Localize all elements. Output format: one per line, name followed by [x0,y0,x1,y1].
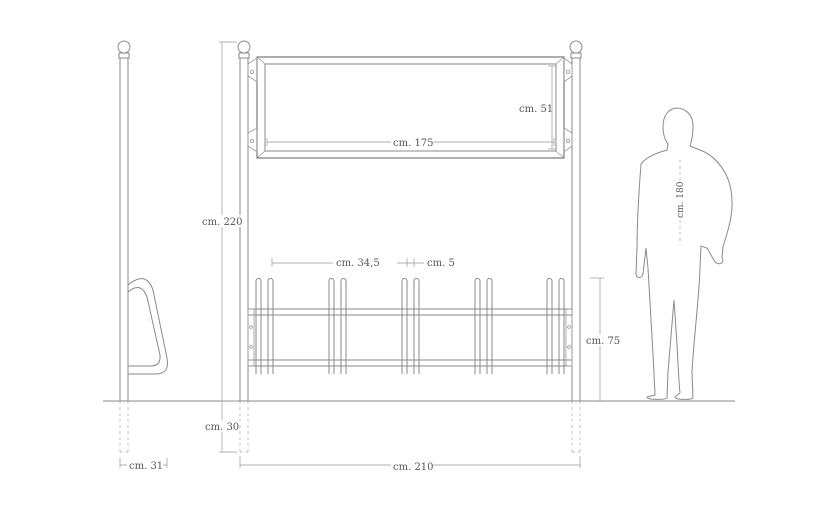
label-side-depth: cm. 31 [129,461,163,472]
bracket-bottom-right [563,127,573,153]
hoop-2-left [328,278,335,374]
human-figure-silhouette: cm. 180 [635,107,733,400]
hoop-1-left [255,278,262,374]
sign-frame-inner [264,63,557,152]
label-sign-height: cm. 51 [519,104,553,115]
left-post-collar [238,52,250,59]
front-view: cm. 175 cm. 51 cm. 220 cm. 30 cm. 210 [200,40,620,473]
right-post-cap [569,40,583,54]
side-hoop-inner [127,287,161,367]
hoop-3-right [413,278,420,374]
label-rack-height: cm. 75 [586,336,620,347]
bracket-bottom-left [247,127,258,153]
side-hoop-outer [127,278,168,375]
side-view: cm. 31 [117,40,168,472]
hoop-4-right [486,278,493,374]
hoop-2-right [340,278,347,374]
label-underground-depth: cm. 30 [205,422,239,433]
rack-rails [247,308,573,367]
bike-hoops [255,278,565,374]
hoop-1-right [267,278,274,374]
left-post-cap [237,40,251,54]
label-total-height: cm. 220 [202,217,243,228]
sign-panel [247,56,573,159]
hoop-3-left [401,278,408,374]
person-outline [635,107,733,400]
bracket-top-right [563,57,573,83]
label-sign-width: cm. 175 [393,138,434,149]
label-person-height: cm. 180 [676,181,686,218]
label-total-width: cm. 210 [393,462,434,473]
side-post-collar [118,52,130,59]
right-post-collar [570,52,582,59]
side-post-cap [117,40,131,54]
hoop-5-left [546,278,553,374]
label-bike-spacing: cm. 34,5 [336,258,380,269]
bracket-top-left [247,57,258,83]
sign-frame-outer [256,56,565,159]
hoop-4-left [474,278,481,374]
hoop-5-right [558,278,565,374]
label-tube-gap: cm. 5 [427,258,455,269]
